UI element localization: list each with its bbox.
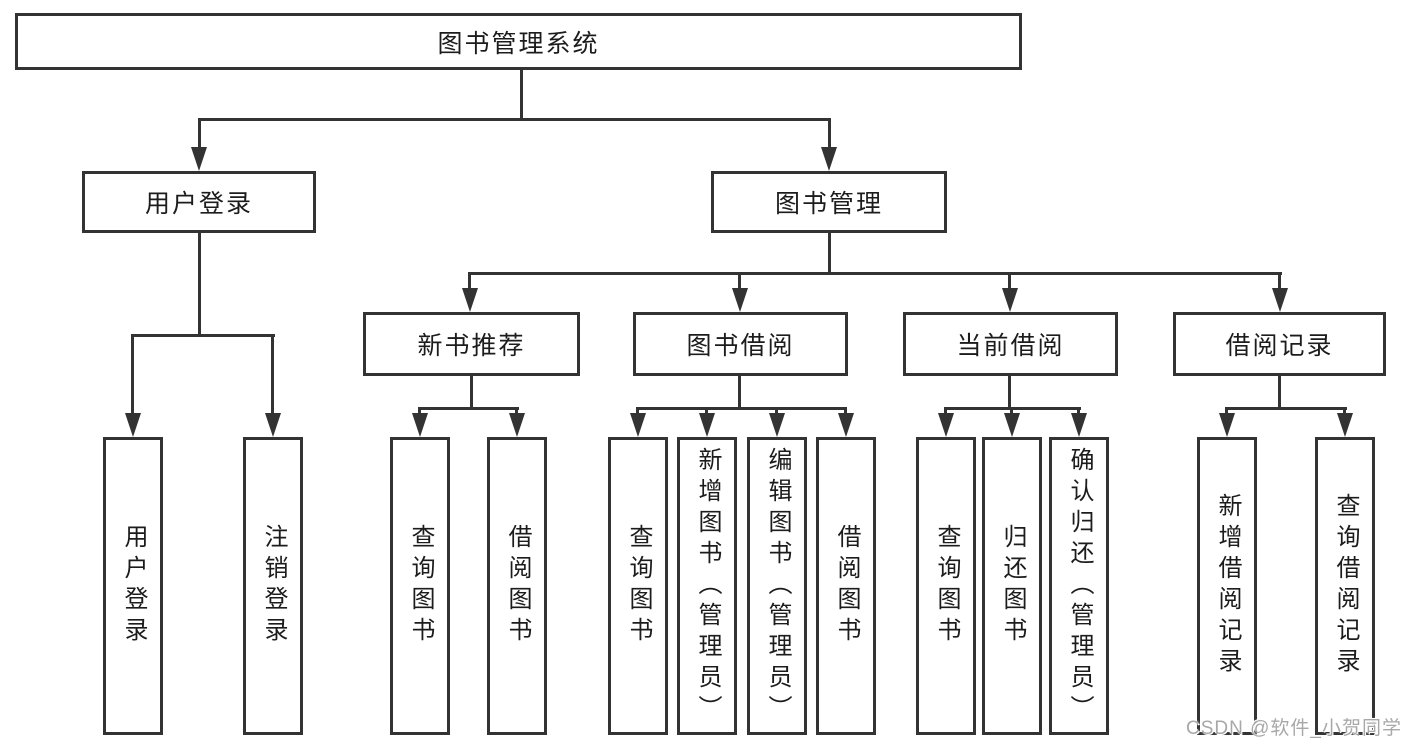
leaf-query-books-recommend: 查询图书 [390, 437, 450, 735]
arrow-down-icon [1002, 288, 1018, 312]
node-borrow-record: 借阅记录 [1173, 312, 1386, 376]
node-label: 查询图书 [625, 524, 652, 648]
arrow-down-icon [732, 288, 748, 312]
leaf-confirm-return-admin: 确认归还（管理员） [1049, 437, 1109, 735]
leaf-edit-books-admin: 编辑图书（管理员） [747, 437, 807, 735]
arrow-down-icon [509, 413, 525, 437]
connector-newbook-stem [470, 376, 473, 410]
node-label: 借阅记录 [1225, 332, 1334, 360]
connector-borrowrecord-rail [1225, 407, 1347, 410]
connector-stub [738, 272, 741, 294]
connector-stub [468, 272, 471, 294]
node-label: 借阅图书 [504, 524, 531, 648]
arrow-down-icon [1337, 413, 1353, 437]
leaf-borrow-books: 借阅图书 [816, 437, 876, 735]
leaf-borrow-books-recommend: 借阅图书 [487, 437, 547, 735]
node-label: 当前借阅 [956, 332, 1065, 360]
leaf-return-books: 归还图书 [982, 437, 1042, 735]
connector-bookborrow-stem [738, 376, 741, 410]
connector-stub [131, 334, 134, 417]
connector-userlogin-stem [198, 233, 201, 337]
node-label: 新增借阅记录 [1214, 493, 1241, 679]
connector-bookmgmt-rail [468, 272, 1282, 275]
connector-stub [1278, 272, 1281, 294]
arrow-down-icon [699, 413, 715, 437]
node-new-book-recommend: 新书推荐 [363, 312, 580, 376]
node-label: 归还图书 [999, 524, 1026, 648]
connector-stub [1008, 272, 1011, 294]
node-label: 借阅图书 [833, 524, 860, 648]
node-root-system: 图书管理系统 [15, 13, 1022, 70]
arrow-down-icon [1004, 413, 1020, 437]
node-label: 新书推荐 [417, 332, 526, 360]
arrow-down-icon [125, 413, 141, 437]
node-label: 查询借阅记录 [1332, 493, 1359, 679]
arrow-down-icon [265, 413, 281, 437]
connector-root-rail [198, 118, 831, 121]
leaf-add-books-admin: 新增图书（管理员） [677, 437, 737, 735]
node-label: 图书管理系统 [437, 29, 600, 58]
connector-stub [271, 334, 274, 417]
node-label: 图书借阅 [686, 332, 795, 360]
node-label: 确认归还（管理员） [1066, 446, 1093, 726]
arrow-down-icon [938, 413, 954, 437]
arrow-down-icon [412, 413, 428, 437]
arrow-down-icon [630, 413, 646, 437]
connector-bookborrow-rail [636, 407, 847, 410]
connector-currentborrow-stem [1008, 376, 1011, 410]
arrow-down-icon [821, 147, 837, 171]
leaf-add-borrow-record: 新增借阅记录 [1197, 437, 1257, 735]
node-label: 查询图书 [407, 524, 434, 648]
node-user-login: 用户登录 [82, 171, 316, 233]
node-current-borrow: 当前借阅 [903, 312, 1118, 376]
connector-borrowrecord-stem [1278, 376, 1281, 410]
arrow-down-icon [769, 413, 785, 437]
node-label: 用户登录 [120, 524, 147, 648]
arrow-down-icon [1071, 413, 1087, 437]
leaf-query-books-current: 查询图书 [916, 437, 976, 735]
arrow-down-icon [191, 147, 207, 171]
connector-userlogin-rail [131, 334, 275, 337]
leaf-query-borrow-record: 查询借阅记录 [1315, 437, 1375, 735]
connector-bookmgmt-stem [828, 233, 831, 275]
arrow-down-icon [1272, 288, 1288, 312]
connector-root-stem [520, 69, 523, 120]
leaf-query-books-borrow: 查询图书 [608, 437, 668, 735]
leaf-user-login: 用户登录 [103, 437, 163, 735]
node-label: 新增图书（管理员） [694, 446, 721, 726]
arrow-down-icon [838, 413, 854, 437]
node-label: 图书管理 [774, 190, 883, 218]
node-label: 用户登录 [144, 190, 253, 218]
arrow-down-icon [462, 288, 478, 312]
node-book-management: 图书管理 [711, 171, 947, 233]
node-label: 查询图书 [933, 524, 960, 648]
arrow-down-icon [1219, 413, 1235, 437]
node-book-borrow: 图书借阅 [633, 312, 848, 376]
connector-stub [198, 118, 201, 149]
connector-newbook-rail [418, 407, 519, 410]
csdn-watermark: CSDN @软件_小贺同学 [1186, 718, 1402, 739]
node-label: 注销登录 [260, 524, 287, 648]
node-label: 编辑图书（管理员） [764, 446, 791, 726]
connector-stub [828, 118, 831, 149]
leaf-logout: 注销登录 [243, 437, 303, 735]
